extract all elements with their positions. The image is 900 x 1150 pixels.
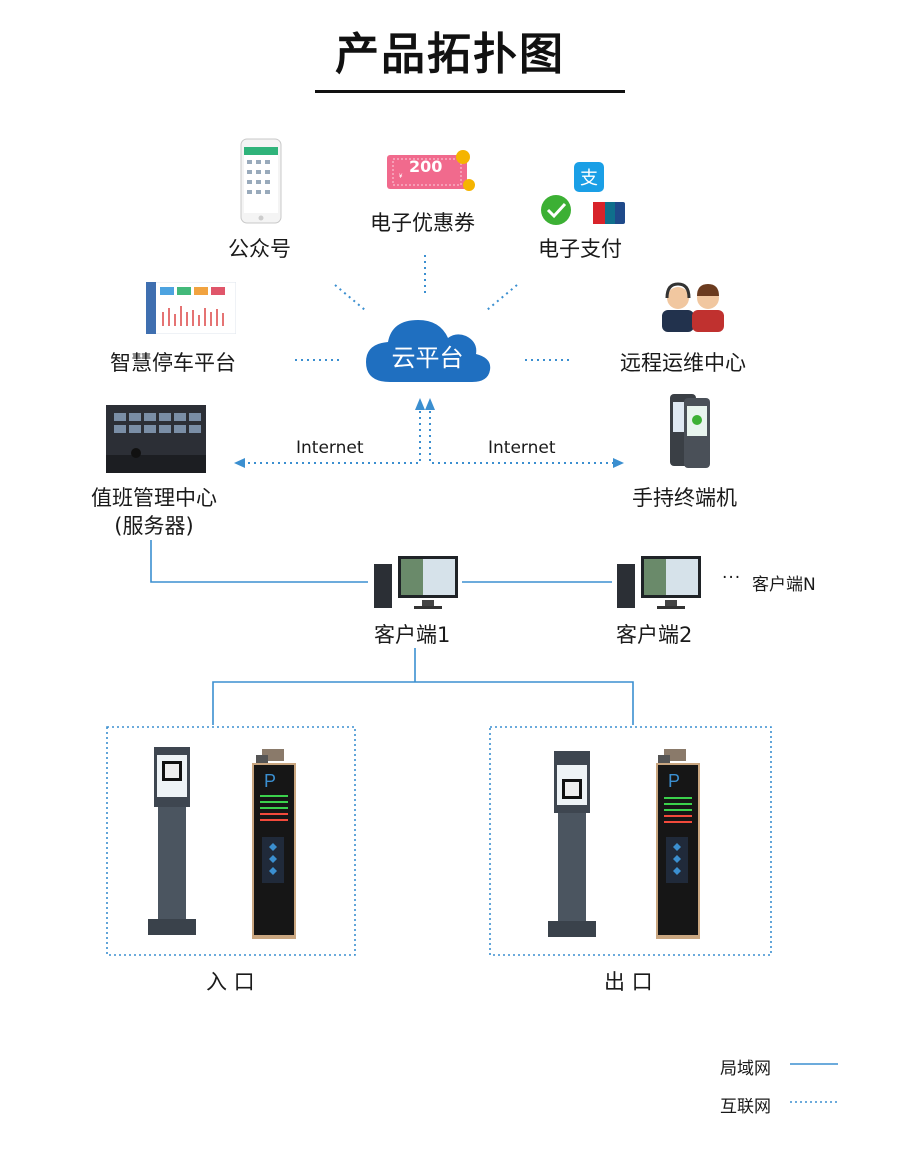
entrance-guide-post: P xyxy=(252,749,296,939)
lan-link-server-client1 xyxy=(150,540,368,583)
entrance-kiosk xyxy=(148,747,196,935)
title-underline xyxy=(315,90,625,93)
internet-link-left xyxy=(240,405,421,464)
exit-kiosk xyxy=(548,751,596,937)
coupon-icon: ¥ xyxy=(387,150,475,191)
ellipsis-icon: ··· xyxy=(722,568,742,588)
node-duty-center-label: 值班管理中心 xyxy=(91,486,217,510)
arrow-up-left xyxy=(415,398,425,410)
page-title: 产品拓扑图 xyxy=(335,29,565,80)
cloud-label: 云平台 xyxy=(391,344,464,372)
internet-link-right xyxy=(429,405,618,464)
payment-icons: 支 xyxy=(541,162,625,225)
node-clientN-label: 客户端N xyxy=(752,575,816,595)
exit-box xyxy=(489,726,772,956)
client2-pc-icon xyxy=(617,556,701,609)
internet-label-right: Internet xyxy=(488,438,556,458)
internet-label-left: Internet xyxy=(296,438,364,458)
entrance-box xyxy=(106,726,356,956)
cloud-link-payment xyxy=(486,284,518,311)
exit-devices: P xyxy=(548,749,700,939)
exit-label: 出 口 xyxy=(604,970,653,994)
arrow-up-right xyxy=(425,398,435,410)
phone-app-icon xyxy=(240,138,282,224)
node-wechat-public-label: 公众号 xyxy=(228,237,291,261)
node-remote-ops-label: 远程运维中心 xyxy=(620,351,746,375)
node-client2-label: 客户端2 xyxy=(616,623,693,647)
svg-text:P: P xyxy=(264,771,276,791)
entrance-label: 入 口 xyxy=(206,970,255,994)
lan-link-gates xyxy=(212,681,634,725)
node-payment-label: 电子支付 xyxy=(538,237,622,261)
dashboard-icon xyxy=(146,282,236,334)
node-client1-label: 客户端1 xyxy=(374,623,451,647)
svg-text:P: P xyxy=(668,771,680,791)
arrow-left xyxy=(234,458,245,468)
legend-internet-label: 互联网 xyxy=(720,1097,771,1117)
svg-text:¥: ¥ xyxy=(399,174,403,180)
legend-lan-label: 局域网 xyxy=(720,1059,771,1079)
entrance-devices: P xyxy=(148,747,296,939)
node-coupon-label: 电子优惠券 xyxy=(370,211,475,235)
cloud-icon xyxy=(366,320,491,382)
svg-text:支: 支 xyxy=(580,168,598,189)
client1-pc-icon xyxy=(374,556,458,609)
handheld-terminal-icon xyxy=(670,394,710,468)
alipay-icon xyxy=(574,162,604,192)
wechat-pay-icon xyxy=(541,195,571,225)
node-duty-center-sublabel: (服务器) xyxy=(114,514,194,538)
node-smart-platform-label: 智慧停车平台 xyxy=(110,351,236,375)
control-room-image xyxy=(106,405,206,473)
customer-service-icon xyxy=(662,282,724,332)
cloud-link-public xyxy=(334,284,366,311)
coupon-amount: 200 xyxy=(409,157,443,176)
exit-guide-post: P xyxy=(656,749,700,939)
node-handheld-label: 手持终端机 xyxy=(632,486,737,510)
arrow-right xyxy=(613,458,624,468)
